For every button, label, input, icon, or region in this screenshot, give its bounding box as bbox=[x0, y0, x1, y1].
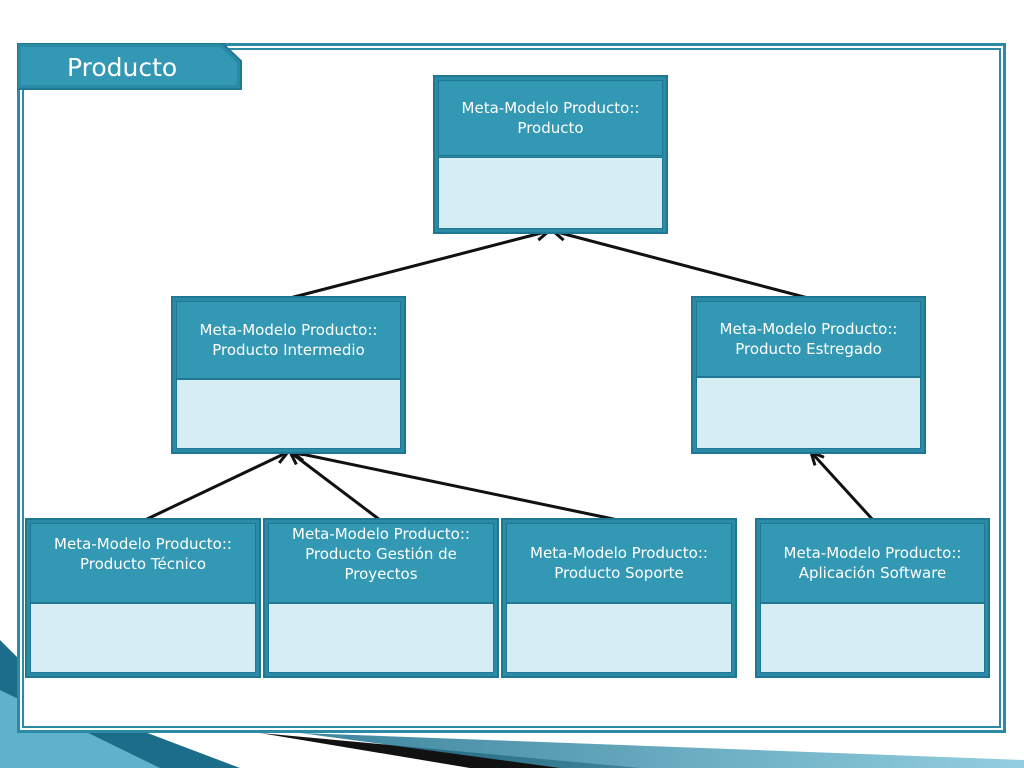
node-intermedio-line-2: Producto Intermedio bbox=[212, 341, 365, 359]
node-estregado-body bbox=[696, 377, 921, 449]
node-soporte-line-1: Meta-Modelo Producto:: bbox=[530, 544, 708, 562]
node-soporte: Meta-Modelo Producto:: Producto Soporte bbox=[501, 518, 737, 678]
node-soporte-line-2: Producto Soporte bbox=[554, 564, 684, 582]
edge-gestion-to-intermedio bbox=[289, 450, 381, 522]
edge-estregado-to-producto bbox=[552, 229, 809, 300]
node-soporte-body bbox=[506, 603, 732, 673]
slide-frame-inner bbox=[22, 48, 1001, 728]
node-tecnico-header: Meta-Modelo Producto:: Producto Técnico bbox=[30, 523, 256, 603]
edge-tecnico-to-intermedio bbox=[144, 450, 289, 522]
node-software-line-1: Meta-Modelo Producto:: bbox=[783, 544, 962, 562]
node-tecnico-line-1: Meta-Modelo Producto:: bbox=[54, 535, 232, 553]
node-gestion-line-3: Proyectos bbox=[344, 565, 418, 583]
node-intermedio: Meta-Modelo Producto:: Producto Intermed… bbox=[171, 296, 406, 454]
node-tecnico-line-2: Producto Técnico bbox=[79, 555, 207, 573]
node-gestion-body bbox=[268, 603, 494, 673]
node-intermedio-body bbox=[176, 379, 401, 449]
title-tab-shape bbox=[17, 43, 242, 90]
node-tecnico-body bbox=[30, 603, 256, 673]
edge-software-to-estregado bbox=[809, 450, 875, 522]
node-producto-line-1: Meta-Modelo Producto:: bbox=[461, 99, 640, 117]
node-gestion: Meta-Modelo Producto:: Producto Gestión … bbox=[263, 518, 499, 678]
node-intermedio-line-1: Meta-Modelo Producto:: bbox=[199, 321, 378, 339]
node-producto-header: Meta-Modelo Producto:: Producto bbox=[438, 80, 663, 156]
node-producto: Meta-Modelo Producto:: Producto bbox=[433, 75, 668, 234]
node-gestion-header: Meta-Modelo Producto:: Producto Gestión … bbox=[268, 523, 494, 603]
node-soporte-header: Meta-Modelo Producto:: Producto Soporte bbox=[506, 523, 732, 603]
node-producto-line-2: Producto bbox=[517, 119, 584, 137]
node-estregado: Meta-Modelo Producto:: Producto Estregad… bbox=[691, 296, 926, 454]
node-tecnico: Meta-Modelo Producto:: Producto Técnico bbox=[25, 518, 261, 678]
edge-soporte-to-intermedio bbox=[291, 450, 619, 522]
node-intermedio-header: Meta-Modelo Producto:: Producto Intermed… bbox=[176, 301, 401, 379]
page-title: Producto bbox=[67, 53, 178, 82]
node-estregado-line-2: Producto Estregado bbox=[735, 340, 882, 358]
node-software-header: Meta-Modelo Producto:: Aplicación Softwa… bbox=[760, 523, 985, 603]
node-gestion-line-2: Producto Gestión de bbox=[305, 545, 457, 563]
node-producto-body bbox=[438, 157, 663, 229]
node-gestion-line-1: Meta-Modelo Producto:: bbox=[292, 525, 470, 543]
node-estregado-header: Meta-Modelo Producto:: Producto Estregad… bbox=[696, 301, 921, 377]
edge-intermedio-to-producto bbox=[289, 229, 550, 300]
node-estregado-line-1: Meta-Modelo Producto:: bbox=[719, 320, 898, 338]
node-software: Meta-Modelo Producto:: Aplicación Softwa… bbox=[755, 518, 990, 678]
node-software-line-2: Aplicación Software bbox=[798, 564, 947, 582]
title-tab: Producto bbox=[17, 43, 243, 91]
node-software-body bbox=[760, 603, 985, 673]
